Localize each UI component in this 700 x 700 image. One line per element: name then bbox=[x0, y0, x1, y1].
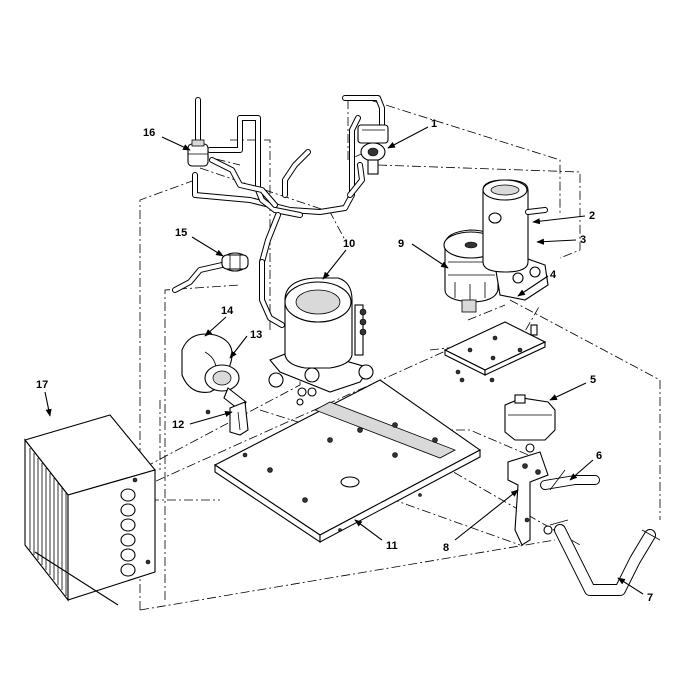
callout-6: 6 bbox=[596, 450, 602, 462]
condenser-fins bbox=[29, 448, 67, 596]
filter-drier-part bbox=[187, 139, 209, 167]
reservoir-part bbox=[504, 394, 556, 453]
base-plate-part bbox=[213, 379, 482, 544]
callout-5: 5 bbox=[590, 374, 596, 386]
leader-lines bbox=[44, 126, 644, 595]
callout-10: 10 bbox=[343, 238, 355, 250]
callout-1: 1 bbox=[431, 118, 437, 130]
callout-13: 13 bbox=[250, 329, 262, 341]
callout-7: 7 bbox=[647, 592, 653, 604]
pump-housing-part bbox=[482, 179, 548, 273]
compressor-part bbox=[268, 277, 374, 406]
condenser-tube-bends bbox=[120, 488, 136, 577]
callout-16: 16 bbox=[143, 127, 155, 139]
expansion-valve-part bbox=[357, 124, 389, 175]
callout-4: 4 bbox=[550, 269, 557, 281]
condenser-coil-part bbox=[24, 414, 156, 606]
callout-9: 9 bbox=[398, 238, 404, 250]
callout-17: 17 bbox=[36, 379, 48, 391]
reservoir-bracket-part bbox=[507, 451, 553, 546]
callout-3: 3 bbox=[580, 234, 586, 246]
drain-hose-part bbox=[549, 519, 661, 596]
callout-2: 2 bbox=[589, 210, 595, 222]
callout-11: 11 bbox=[386, 540, 398, 552]
refrigerant-tubing bbox=[172, 95, 385, 328]
strainer-part bbox=[221, 252, 249, 272]
callout-12: 12 bbox=[172, 419, 184, 431]
callout-14: 14 bbox=[221, 305, 234, 317]
callout-15: 15 bbox=[175, 227, 187, 239]
callout-8: 8 bbox=[443, 542, 449, 554]
motor-bracket-part bbox=[443, 321, 547, 383]
callout-labels: 1 2 3 4 5 6 7 8 9 10 11 12 13 14 15 16 1… bbox=[36, 118, 653, 604]
fan-motor-small-part bbox=[204, 364, 247, 413]
fan-bracket-part bbox=[205, 401, 249, 436]
